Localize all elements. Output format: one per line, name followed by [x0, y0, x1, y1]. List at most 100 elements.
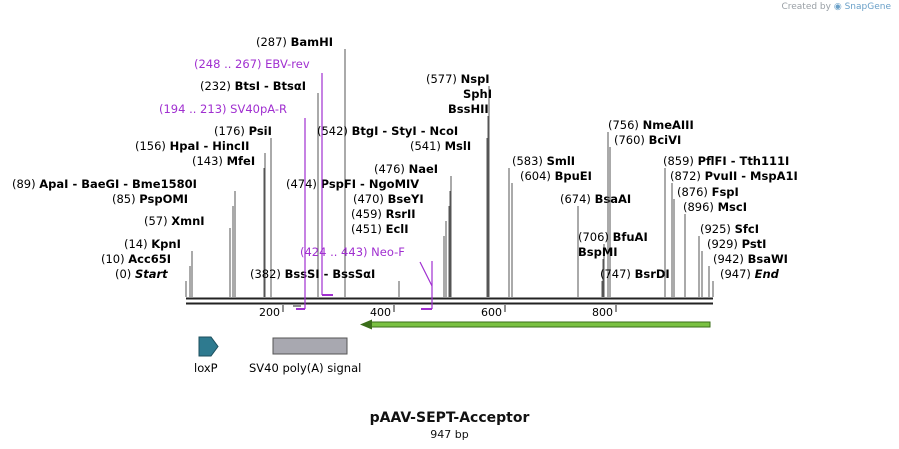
reverse-feature-bar — [367, 321, 711, 328]
enzyme-name: KpnI — [151, 237, 181, 251]
site-position: (143) — [192, 154, 227, 168]
enzyme-name: BfuAI — [613, 230, 648, 244]
enzyme-name: StyI — [391, 124, 417, 138]
plasmid-name: pAAV-SEPT-Acceptor — [369, 410, 530, 426]
enzyme-name: SmlI — [547, 154, 576, 168]
arrow-left-icon — [360, 319, 372, 330]
primer-range: (424 .. 443) — [300, 245, 371, 259]
site-label-10: (0) Start — [115, 267, 168, 281]
primer-label-0: (248 .. 267) EBV-rev — [194, 57, 310, 71]
site-label-5: (89) ApaI - BaeGI - Bme1580I — [12, 177, 197, 191]
site-position: (10) — [101, 252, 128, 266]
enzyme-name: End — [755, 267, 780, 281]
enzyme-name: PflFI — [698, 154, 727, 168]
enzyme-name: PspFI — [321, 177, 356, 191]
enzyme-separator: - — [320, 267, 333, 281]
enzyme-name: BsaAI — [595, 192, 632, 206]
site-label-29: (747) BsrDI — [600, 267, 670, 281]
site-label-34: (925) SfcI — [700, 222, 759, 236]
ruler-tick-label: 800 — [592, 306, 613, 319]
enzyme-name: SfcI — [735, 222, 759, 236]
site-position: (14) — [124, 237, 151, 251]
site-label-0: (287) BamHI — [256, 35, 333, 49]
site-position: (942) — [713, 252, 748, 266]
site-label-2: (176) PsiI — [214, 124, 272, 138]
enzyme-name: ApaI — [39, 177, 68, 191]
credit-prefix: Created by — [781, 2, 831, 12]
ruler-tick-label: 200 — [259, 306, 280, 319]
site-label-21: (451) EclI — [351, 222, 409, 236]
site-label-30: (859) PflFI - Tth111I — [663, 154, 789, 168]
site-label-23: (604) BpuEI — [520, 169, 592, 183]
site-position: (577) — [426, 72, 461, 86]
site-label-27: (706) BfuAI — [578, 230, 648, 244]
site-position: (674) — [560, 192, 595, 206]
enzyme-name: MscI — [718, 200, 747, 214]
primer-name: Neo-F — [371, 245, 405, 259]
site-position: (287) — [256, 35, 291, 49]
feature-label-sv40-polya: SV40 poly(A) signal — [249, 361, 361, 375]
site-position: (541) — [410, 139, 445, 153]
enzyme-name: XmnI — [171, 214, 204, 228]
site-position: (57) — [144, 214, 171, 228]
credit-brand: SnapGene — [844, 2, 891, 12]
site-label-19: (470) BseYI — [353, 192, 424, 206]
primer-name: EBV-rev — [265, 57, 310, 71]
site-label-4: (143) MfeI — [192, 154, 255, 168]
site-label-33: (896) MscI — [683, 200, 747, 214]
site-position: (0) — [115, 267, 135, 281]
enzyme-separator: - — [378, 124, 391, 138]
site-position: (451) — [351, 222, 386, 236]
primer-label-1: (194 .. 213) SV40pA-R — [159, 102, 287, 116]
site-position: (760) — [614, 133, 649, 147]
site-label-28: BspMI — [578, 245, 618, 259]
site-label-15: (542) BtgI - StyI - NcoI — [317, 124, 458, 138]
enzyme-name: HincII — [212, 139, 249, 153]
enzyme-name: BtsI — [235, 79, 260, 93]
enzyme-name: PvuII — [705, 169, 738, 183]
enzyme-name: BseYI — [388, 192, 424, 206]
enzyme-name: PstI — [742, 237, 767, 251]
enzyme-separator: - — [200, 139, 213, 153]
enzyme-separator: - — [260, 79, 273, 93]
site-position: (756) — [608, 118, 643, 132]
enzyme-name: NaeI — [409, 162, 438, 176]
enzyme-name: BspMI — [578, 245, 618, 259]
enzyme-name: MfeI — [227, 154, 256, 168]
snapgene-credit: Created by ◉ SnapGene — [781, 2, 891, 12]
enzyme-separator: - — [68, 177, 81, 191]
site-position: (474) — [286, 177, 321, 191]
site-position: (542) — [317, 124, 352, 138]
site-position: (947) — [720, 267, 755, 281]
site-position: (706) — [578, 230, 613, 244]
site-label-37: (947) End — [720, 267, 780, 281]
enzyme-name: BamHI — [291, 35, 333, 49]
primer-label-2: (424 .. 443) Neo-F — [300, 245, 405, 259]
enzyme-name: HpaI — [170, 139, 200, 153]
site-label-18: (474) PspFI - NgoMIV — [286, 177, 419, 191]
enzyme-name: RsrII — [386, 207, 416, 221]
site-position: (925) — [700, 222, 735, 236]
enzyme-name: BsaWI — [748, 252, 788, 266]
enzyme-name: PsiI — [249, 124, 272, 138]
site-label-1: (232) BtsI - BtsαI — [200, 79, 306, 93]
site-position: (459) — [351, 207, 386, 221]
site-label-6: (85) PspOMI — [112, 192, 188, 206]
site-position: (156) — [135, 139, 170, 153]
feature-label-loxp: loxP — [194, 361, 218, 375]
site-position: (747) — [600, 267, 635, 281]
ruler-tick-label: 400 — [370, 306, 391, 319]
site-label-22: (583) SmlI — [512, 154, 575, 168]
site-label-32: (876) FspI — [677, 185, 739, 199]
enzyme-name: BssSI — [285, 267, 320, 281]
primer-range: (194 .. 213) — [159, 102, 230, 116]
primer-leader-line — [419, 261, 433, 287]
enzyme-name: BssSαI — [332, 267, 375, 281]
site-label-26: (760) BciVI — [614, 133, 681, 147]
ruler-tick-label: 600 — [481, 306, 502, 319]
site-label-25: (756) NmeAIII — [608, 118, 694, 132]
enzyme-name: Start — [135, 267, 168, 281]
site-label-7: (57) XmnI — [144, 214, 205, 228]
enzyme-name: EclI — [386, 222, 409, 236]
